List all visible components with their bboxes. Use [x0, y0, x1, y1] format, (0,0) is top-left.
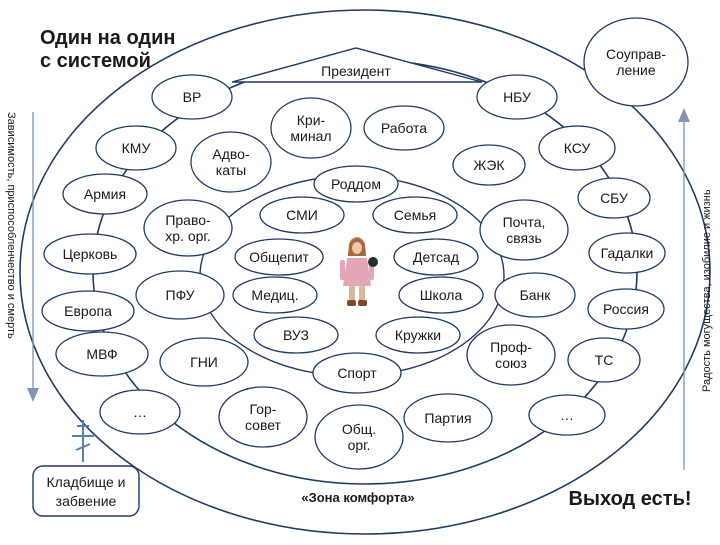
president-label: Президент	[321, 63, 391, 79]
node-shkola-label-0: Школа	[420, 287, 463, 303]
cemetery-label-2: забвение	[56, 493, 117, 509]
node-soupravlenie-label-0: Соуправ-	[606, 46, 666, 62]
left-arrow-head	[27, 388, 39, 402]
node-obshchepit-label-0: Общепит	[249, 249, 309, 265]
node-pravookhr-label-1: хр. орг.	[165, 228, 210, 244]
node-ts-label-0: ТС	[595, 352, 614, 368]
nodes-layer	[42, 18, 688, 469]
cemetery-label-1: Кладбище и	[47, 474, 126, 490]
title-line-1: Один на один	[40, 27, 175, 49]
node-smi-label-0: СМИ	[286, 207, 318, 223]
node-profsoyuz-label-0: Проф-	[490, 339, 532, 355]
node-kruzhki-label-0: Кружки	[395, 327, 441, 343]
node-partiya-label-0: Партия	[424, 410, 471, 426]
title-line-2: с системой	[40, 50, 151, 72]
node-armiya-label-0: Армия	[84, 186, 126, 202]
node-soupravlenie-label-1: ление	[616, 62, 656, 78]
node-gadalki-label-0: Гадалки	[601, 245, 654, 261]
node-roddom-label-0: Роддом	[331, 176, 381, 192]
node-semya-label-0: Семья	[394, 207, 436, 223]
node-profsoyuz-label-1: союз	[495, 355, 527, 371]
node-advokaty-label-1: каты	[216, 162, 246, 178]
side-right-label: Радость могущества, изобилие и жизнь	[701, 189, 713, 392]
node-zhek-label-0: ЖЭК	[473, 157, 505, 173]
girl-figurine	[340, 237, 378, 306]
node-gorsovet-label-0: Гор-	[250, 401, 277, 417]
node-vr-label-0: ВР	[183, 89, 202, 105]
node-pfu-label-0: ПФУ	[166, 287, 195, 303]
orthodox-cross-icon	[72, 420, 94, 462]
node-bank-label-0: Банк	[520, 287, 552, 303]
node-obshch-org-label-1: орг.	[348, 437, 371, 453]
right-arrow-head	[678, 108, 690, 122]
node-obshch-org-label-0: Общ.	[342, 421, 376, 437]
exit-label: Выход есть!	[568, 488, 691, 510]
comfort-zone-label: «Зона комфорта»	[301, 490, 414, 505]
node-medits-label-0: Медиц.	[251, 287, 298, 303]
node-gni-label-0: ГНИ	[190, 354, 218, 370]
node-ellipsis-right-label-0: …	[560, 407, 574, 423]
node-kriminal-label-1: минал	[290, 128, 331, 144]
node-pochta-label-0: Почта,	[503, 214, 546, 230]
node-rossiya-label-0: Россия	[603, 301, 649, 317]
node-rabota-label-0: Работа	[381, 120, 427, 136]
node-detsad-label-0: Детсад	[413, 249, 459, 265]
node-evropa-label-0: Европа	[64, 303, 112, 319]
node-advokaty-label-0: Адво-	[212, 146, 250, 162]
side-left-label: Зависимость, приспособленчество и смерть	[5, 112, 17, 339]
node-vuz-label-0: ВУЗ	[283, 327, 309, 343]
node-kmu-label-0: КМУ	[122, 140, 151, 156]
node-ellipsis-left-label-0: …	[133, 404, 147, 420]
node-pravookhr-label-0: Право-	[165, 212, 211, 228]
node-kriminal-label-0: Кри-	[297, 112, 326, 128]
node-mvf-label-0: МВФ	[86, 346, 117, 362]
node-sbu-label-0: СБУ	[600, 190, 628, 206]
node-tserkov-label-0: Церковь	[63, 246, 118, 262]
node-gorsovet-label-1: совет	[245, 417, 282, 433]
node-ksu-label-0: КСУ	[564, 140, 591, 156]
node-nbu-label-0: НБУ	[503, 89, 531, 105]
node-sport-label-0: Спорт	[337, 365, 377, 381]
node-pochta-label-1: связь	[506, 230, 542, 246]
